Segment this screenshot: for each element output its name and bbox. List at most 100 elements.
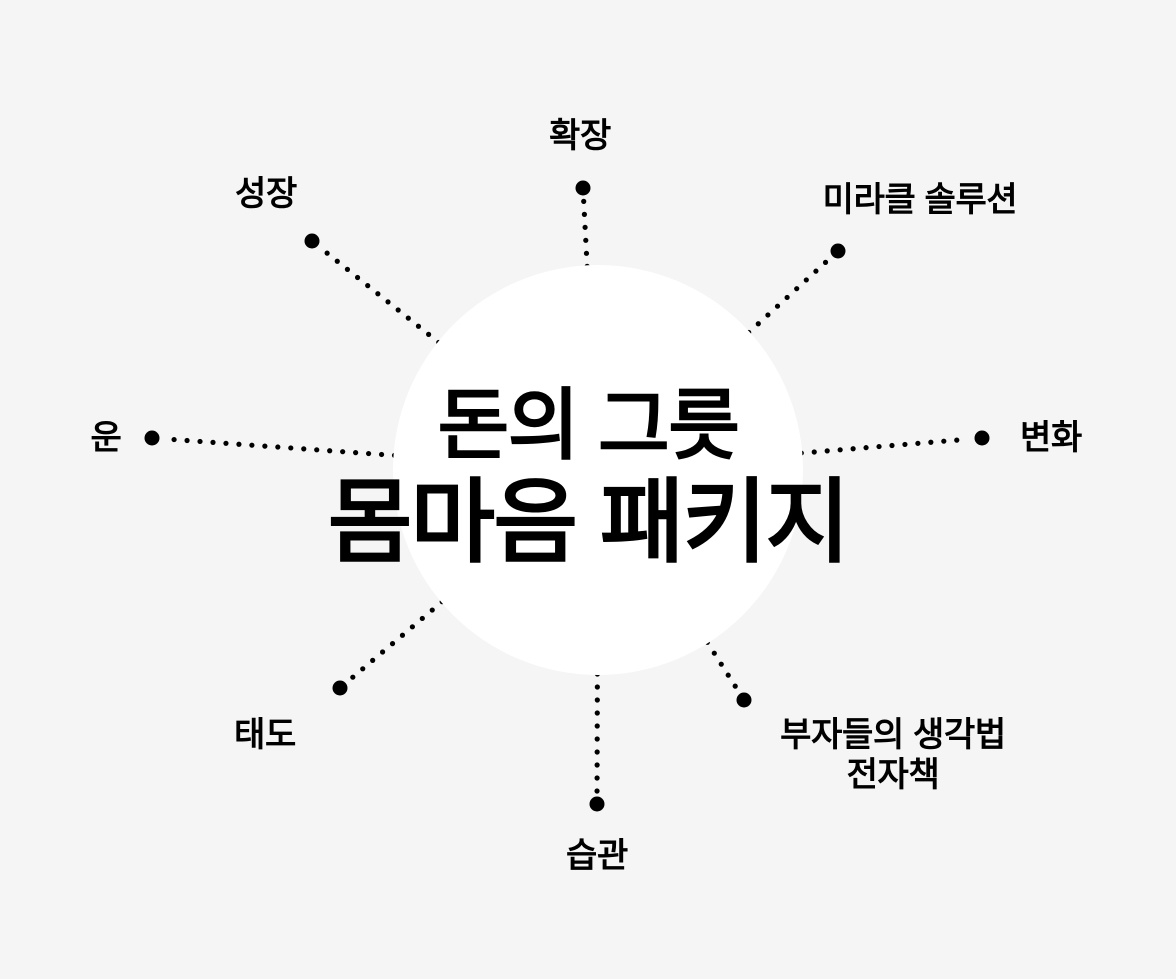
connector-dot: [594, 749, 600, 755]
connector-dot: [594, 762, 600, 768]
connector-dot: [389, 641, 396, 647]
node-label[interactable]: 습관: [566, 836, 628, 876]
connector-dot: [262, 443, 268, 449]
connector-dot: [850, 446, 856, 452]
node-label-line: 변화: [1020, 418, 1082, 457]
connector-dot: [353, 450, 359, 456]
node-endpoint-dot: [974, 430, 990, 446]
connector-dot: [223, 440, 229, 446]
connector-dot: [426, 331, 432, 337]
node-endpoint-dot: [304, 233, 320, 249]
connector-dot: [594, 736, 600, 742]
connector-dot: [594, 697, 600, 703]
connector-dot: [375, 291, 381, 297]
hub-circle: [393, 265, 803, 675]
connector-dot: [876, 443, 882, 450]
connector-dot: [314, 447, 320, 453]
connector-dot: [711, 650, 717, 656]
node-label-line: 태도: [234, 715, 296, 754]
node-label-line: 확장: [549, 116, 611, 155]
connector-dot: [774, 303, 781, 309]
connector-dot: [732, 683, 738, 689]
node-label[interactable]: 태도: [234, 715, 296, 755]
connector-dot: [902, 441, 908, 448]
connector-dot: [249, 442, 255, 448]
connector-dot: [354, 274, 361, 281]
connector-dot: [784, 294, 790, 301]
connector-dot: [889, 442, 895, 449]
spoke-connector: [304, 233, 452, 354]
connector-dot: [385, 299, 391, 305]
node-label[interactable]: 운: [91, 418, 122, 458]
connector-dot: [429, 607, 435, 613]
hub-title-line-1: 돈의 그릇: [437, 381, 740, 469]
connector-dot: [954, 437, 960, 443]
node-label[interactable]: 확장: [549, 116, 611, 156]
connector-dot: [725, 672, 731, 678]
connector-dot: [811, 449, 817, 455]
connector-dot: [171, 436, 177, 443]
connector-dot: [236, 441, 242, 447]
node-endpoint-dot: [332, 680, 348, 696]
node-endpoint-dot: [144, 430, 160, 446]
connector-dot: [370, 657, 376, 664]
connector-dot: [822, 259, 829, 265]
connector-dot: [184, 437, 190, 444]
connector-dot: [765, 312, 771, 318]
connector-dot: [803, 277, 809, 283]
connector-dot: [755, 321, 761, 327]
node-label-line: 미라클 솔루션: [822, 180, 1018, 219]
connector-dot: [405, 315, 411, 321]
connector-dot: [594, 710, 600, 716]
connector-dot: [928, 439, 934, 445]
connector-dot: [288, 445, 294, 451]
connector-dot: [380, 649, 386, 655]
spoke-connector: [332, 590, 455, 696]
connector-dot: [941, 438, 947, 444]
node-label-line: 운: [90, 418, 122, 457]
node-label[interactable]: 변화: [1020, 418, 1082, 458]
connector-dot: [399, 632, 406, 638]
connector-dot: [210, 439, 216, 445]
connector-dot: [344, 266, 351, 272]
connector-dot: [275, 444, 281, 450]
hub-title-line-2: 몸마음 패키지: [327, 472, 850, 574]
node-label-line: 성장: [235, 174, 297, 213]
connector-dot: [594, 684, 600, 690]
connector-dot: [594, 788, 600, 794]
connector-dot: [365, 450, 372, 457]
connector-dot: [409, 624, 415, 630]
connector-dot: [813, 268, 819, 274]
node-label-line: 부자들의 생각법: [780, 715, 1006, 754]
connector-dot: [360, 666, 366, 672]
connector-dot: [837, 447, 843, 453]
node-label-line: 습관: [566, 836, 628, 875]
connector-dot: [594, 723, 600, 729]
connector-dot: [327, 448, 333, 454]
node-endpoint-dot: [589, 796, 605, 812]
connector-dot: [419, 615, 425, 622]
spoke-connector: [736, 243, 846, 344]
spoke-connector: [785, 430, 990, 457]
node-endpoint-dot: [575, 180, 591, 196]
node-label[interactable]: 성장: [235, 174, 297, 214]
connector-dot: [350, 674, 356, 680]
spoke-connector: [144, 430, 411, 459]
connector-dot: [582, 224, 588, 230]
connector-dot: [718, 661, 724, 667]
node-endpoint-dot: [736, 692, 752, 708]
connector-dot: [301, 446, 307, 452]
connector-dot: [365, 283, 371, 289]
connector-dot: [197, 438, 203, 445]
node-endpoint-dot: [830, 243, 846, 259]
connector-dot: [581, 211, 588, 217]
connector-dot: [324, 250, 330, 256]
connector-dot: [824, 448, 830, 454]
connector-dot: [378, 451, 385, 458]
node-label[interactable]: 미라클 솔루션: [823, 180, 1018, 220]
connector-dot: [583, 237, 589, 243]
spoke-connector: [589, 658, 605, 812]
